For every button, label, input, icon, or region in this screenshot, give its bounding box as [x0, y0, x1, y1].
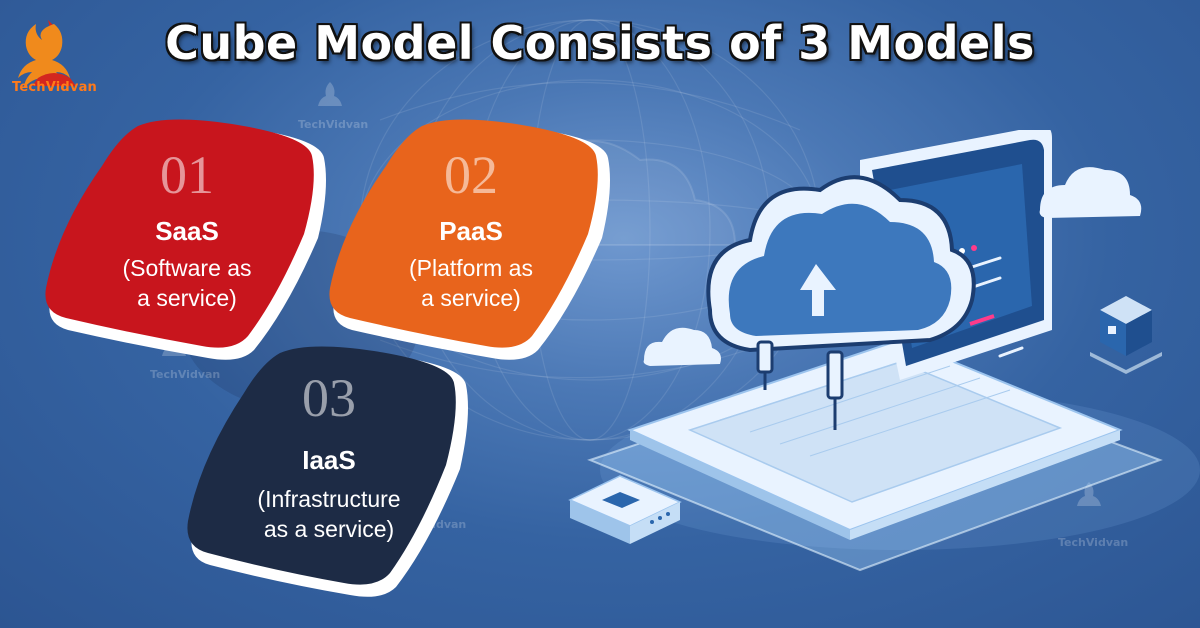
model-number: 03: [302, 368, 356, 428]
cube-icon: [1090, 296, 1162, 374]
model-description-line2: a service): [421, 285, 521, 311]
model-description-line1: (Platform as: [409, 255, 533, 281]
model-name: IaaS: [302, 445, 356, 475]
watermark: TechVidvan: [298, 118, 369, 131]
model-name: SaaS: [155, 216, 219, 246]
cloud-upload-icon: [706, 175, 976, 430]
logo-wordmark[interactable]: TechVidvan: [12, 80, 98, 95]
model-name: PaaS: [439, 216, 503, 246]
model-number: 02: [444, 145, 498, 205]
paas-card-shape: [329, 119, 610, 360]
saas-card-shape: [45, 119, 326, 360]
watermark: TechVidvan: [1058, 536, 1129, 549]
cloud-computing-illustration: [568, 130, 1163, 572]
saas-card: 01 SaaS (Software as a service): [28, 118, 346, 368]
watermark: TechVidvan: [150, 368, 221, 381]
server-box-icon: [568, 475, 682, 544]
iaas-card-shape: [187, 346, 468, 597]
paas-card: 02 PaaS (Platform as a service): [312, 118, 630, 368]
page-title: Cube Model Consists of 3 Models: [165, 16, 1035, 70]
model-description-line2: as a service): [263, 516, 395, 542]
watermark-icon: [1077, 482, 1101, 506]
iaas-card: 03 IaaS (Infrastructure as a service): [170, 345, 488, 605]
meditating-figure-icon: [18, 20, 76, 88]
watermark-icon: [318, 82, 342, 106]
model-description-line2: a service): [137, 285, 237, 311]
laptop-icon: [627, 130, 1123, 540]
model-number: 01: [160, 145, 214, 205]
small-cloud-icon: [643, 167, 1142, 366]
model-description-line1: (Software as: [122, 255, 252, 281]
model-description-line1: (Infrastructure: [257, 486, 401, 512]
